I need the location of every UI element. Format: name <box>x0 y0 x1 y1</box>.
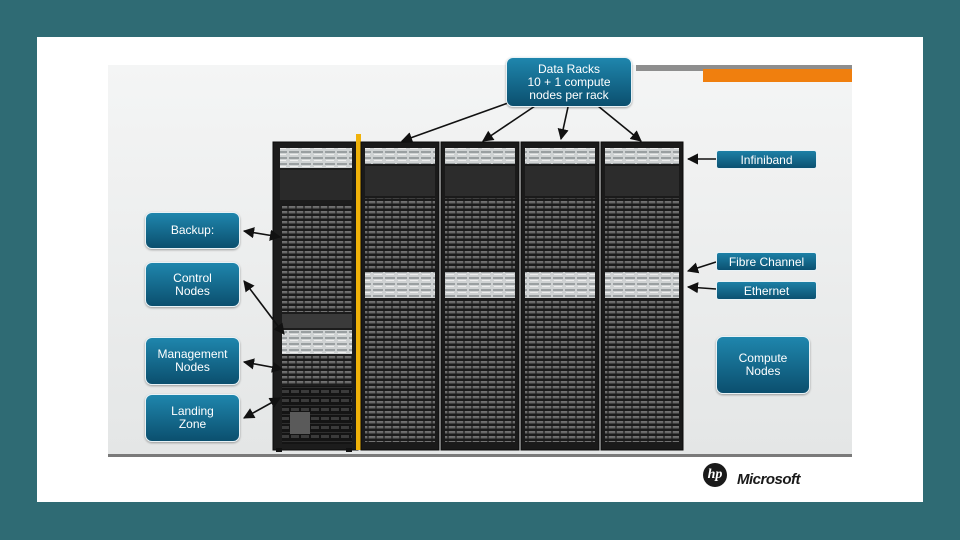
data-rack-2 <box>440 141 520 451</box>
connector-arrows <box>242 102 717 419</box>
photo-top-bar <box>636 65 852 71</box>
data-rack-4 <box>600 141 684 451</box>
photo-baseline <box>108 454 852 457</box>
yellow-divider <box>356 134 361 450</box>
control-rack <box>272 141 359 452</box>
arrow-data-racks-4 <box>597 105 642 142</box>
arrow-management-nodes <box>242 358 284 373</box>
data-rack-1 <box>360 141 440 451</box>
tag-fibre-channel: Fibre Channel <box>716 252 817 271</box>
orange-accent-bar <box>703 69 852 82</box>
arrow-landing-zone <box>243 397 281 419</box>
tag-infiniband: Infiniband <box>716 150 817 169</box>
callout-data-racks: Data Racks 10 + 1 compute nodes per rack <box>506 57 632 107</box>
arrow-ethernet <box>686 282 717 294</box>
callout-compute-nodes: Compute Nodes <box>716 336 810 394</box>
arrow-control-nodes <box>243 280 285 335</box>
callout-backup: Backup: <box>145 212 240 249</box>
callout-landing-zone: Landing Zone <box>145 394 240 442</box>
tag-ethernet: Ethernet <box>716 281 817 300</box>
arrow-data-racks-3 <box>557 106 569 141</box>
callout-management-nodes: Management Nodes <box>145 337 240 385</box>
callout-control-nodes: Control Nodes <box>145 262 240 307</box>
arrow-backup <box>242 227 282 241</box>
arrow-data-racks-1 <box>400 102 509 143</box>
arrow-fibre-channel <box>686 261 717 274</box>
data-rack-3 <box>520 141 600 451</box>
arrow-data-racks-2 <box>482 105 536 142</box>
